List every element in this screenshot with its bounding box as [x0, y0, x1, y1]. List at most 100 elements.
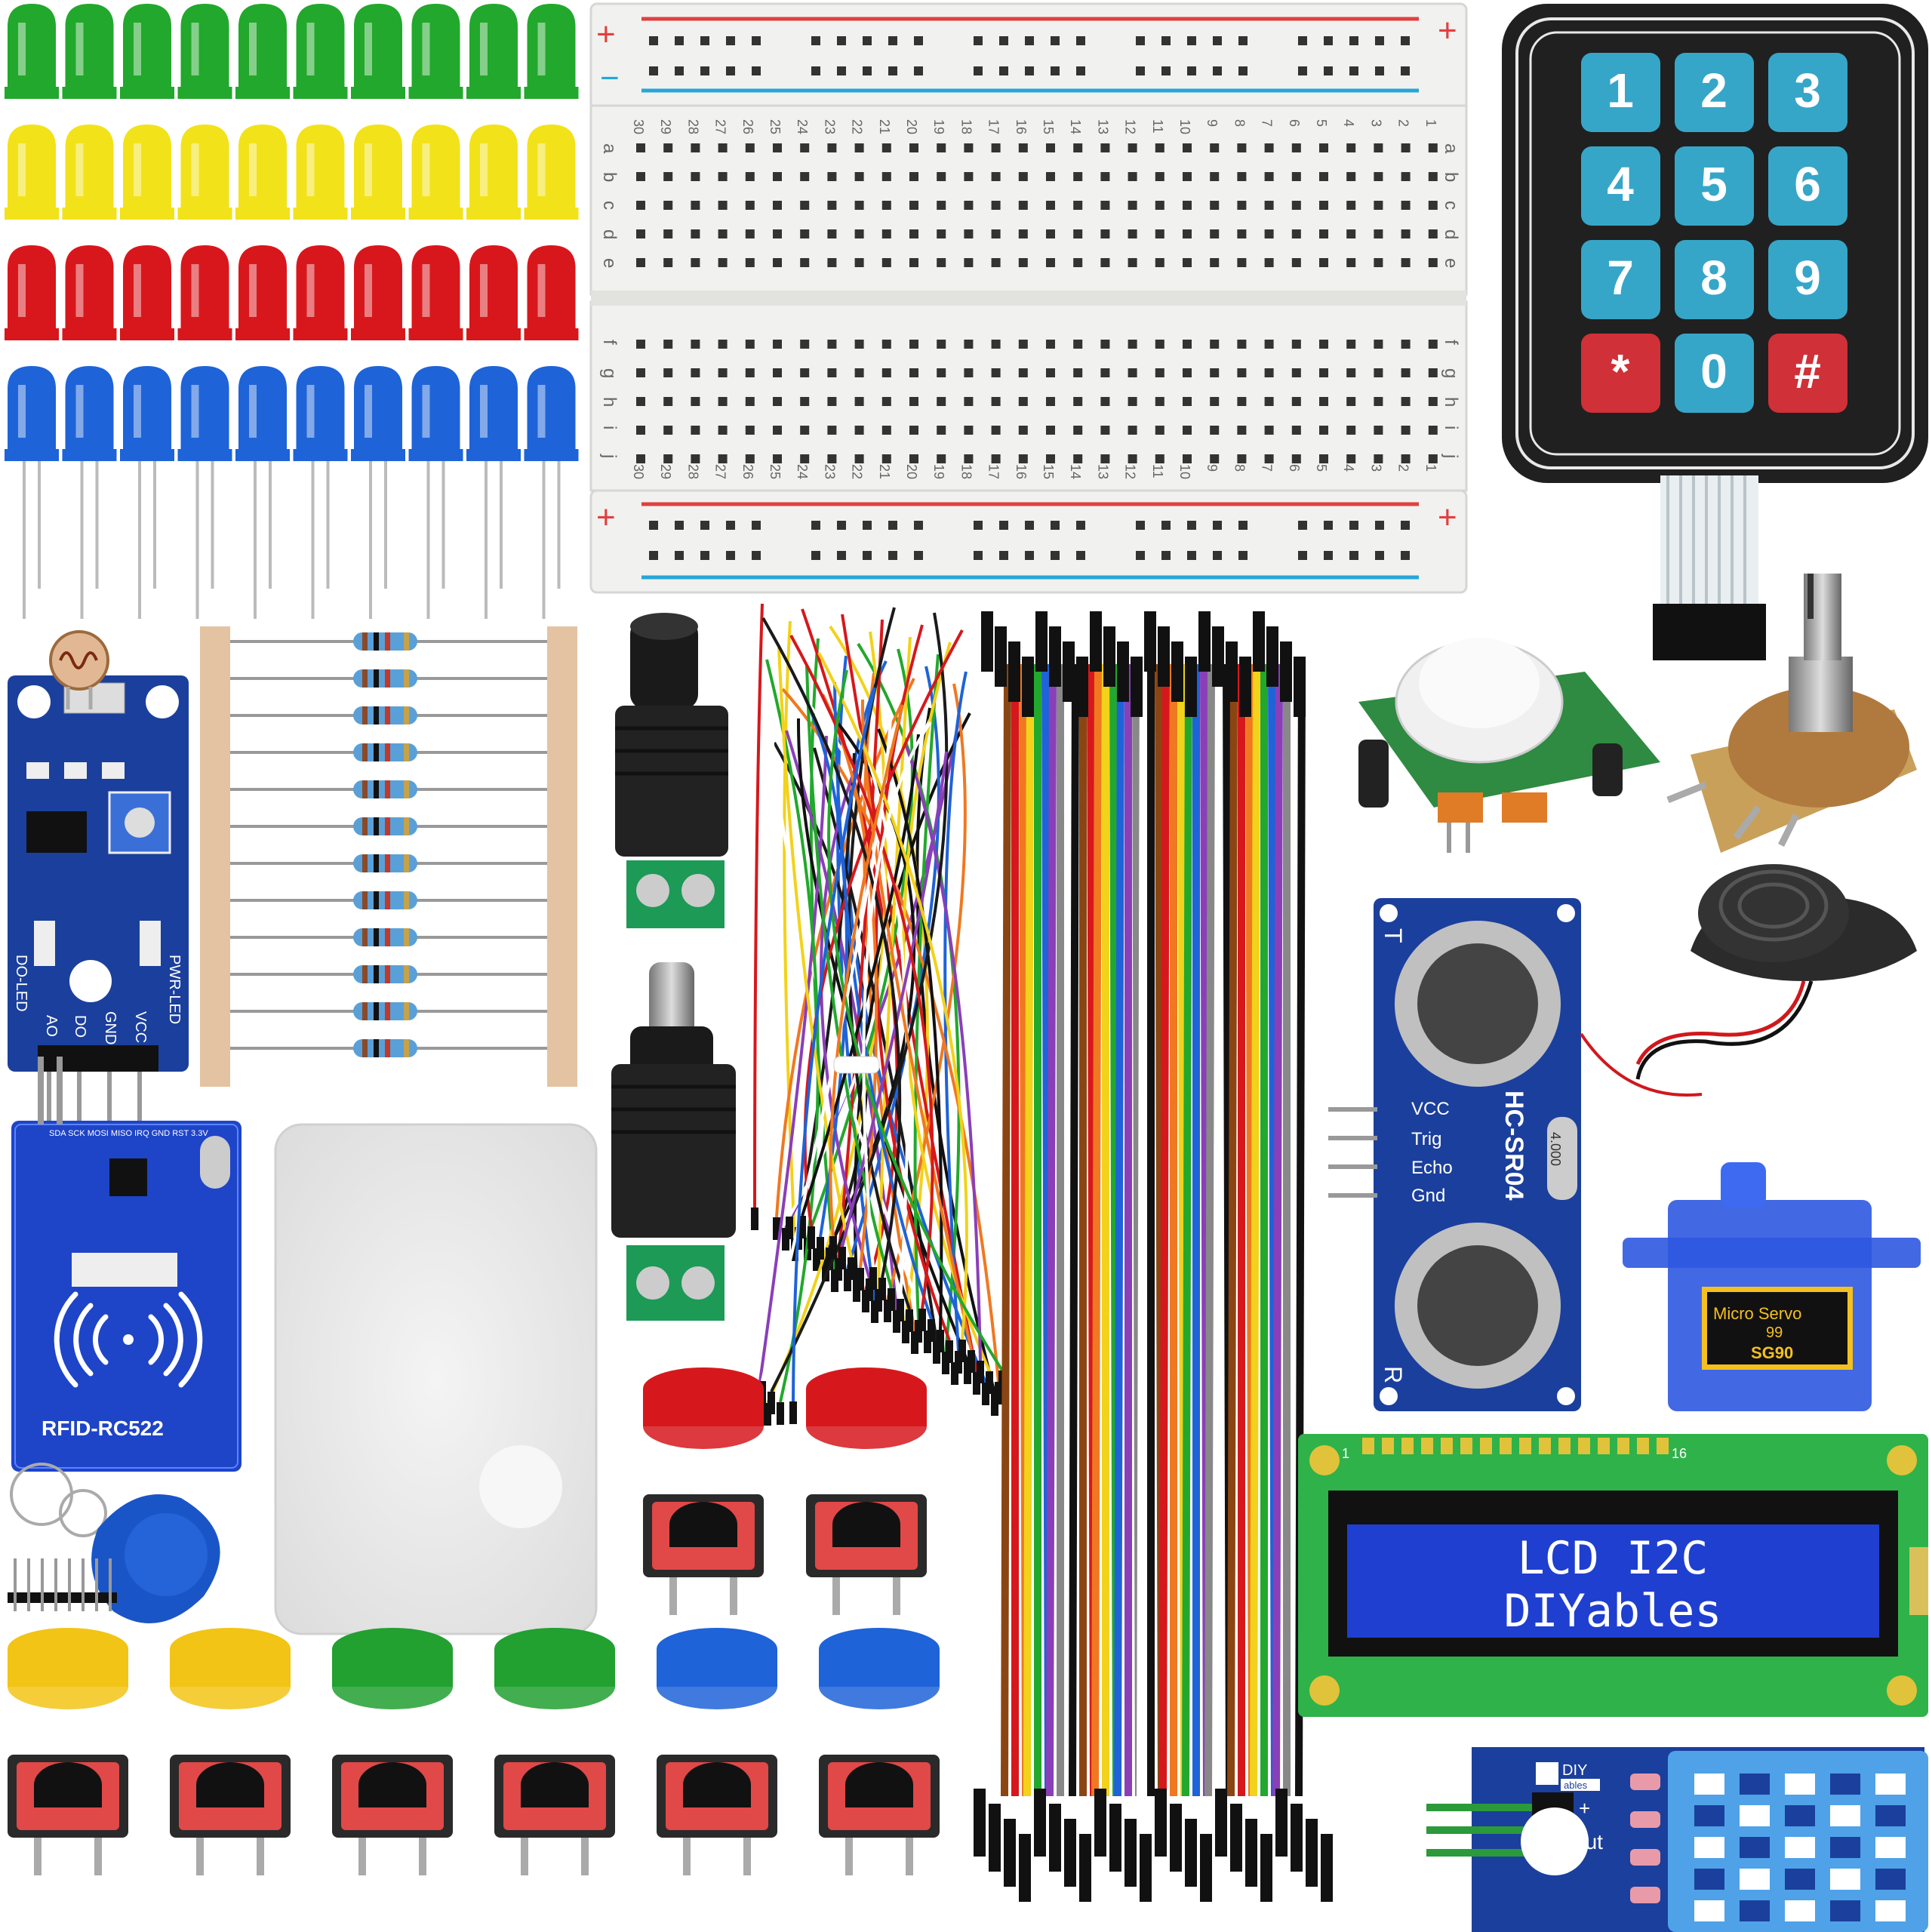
keypad-key[interactable]: 3	[1768, 53, 1847, 132]
lcd-pin-end: 16	[1672, 1446, 1687, 1461]
led	[466, 245, 521, 340]
led	[5, 4, 59, 99]
led	[351, 245, 405, 340]
led	[5, 366, 59, 619]
keypad-key[interactable]: 0	[1675, 334, 1754, 413]
lcd-i2c-display: 1 16 LCD I2C DIYables	[1298, 1434, 1928, 1717]
breadboard: 3030292928282727262625252424232322222121…	[589, 2, 1468, 594]
led	[408, 125, 463, 220]
breadboard-col-number: 7	[1260, 119, 1275, 127]
servo-line2: 99	[1766, 1324, 1783, 1341]
led	[524, 366, 579, 619]
push-button[interactable]	[170, 1628, 291, 1875]
breadboard-row-letter: d	[599, 229, 620, 239]
breadboard-row-letter: b	[1441, 172, 1461, 182]
breadboard-col-number: 12	[1123, 119, 1138, 134]
led	[408, 4, 463, 99]
breadboard-row-letter: a	[599, 143, 620, 154]
keypad-key[interactable]: 4	[1581, 146, 1660, 226]
breadboard-col-number: 25	[768, 119, 783, 134]
servo-line1: Micro Servo	[1713, 1304, 1801, 1323]
breadboard-col-number: 28	[685, 464, 700, 479]
keypad-key[interactable]: 5	[1675, 146, 1754, 226]
breadboard-row-letter: i	[1441, 426, 1461, 429]
breadboard-row-letter: f	[1441, 340, 1461, 345]
breadboard-plus-bottom-right: +	[1438, 499, 1457, 536]
keypad-key[interactable]: 7	[1581, 240, 1660, 319]
breadboard-col-number: 19	[931, 119, 946, 134]
ldr-sensor-module: PWR-LED DO-LED AO DO GND VCC	[8, 630, 189, 1132]
led	[62, 366, 117, 619]
push-button[interactable]	[8, 1628, 128, 1875]
breadboard-row-letter: a	[1441, 143, 1461, 154]
breadboard-col-number: 5	[1314, 119, 1329, 127]
ldr-label-do: DO	[72, 1015, 88, 1038]
breadboard-col-number: 6	[1287, 119, 1302, 127]
breadboard-col-number: 10	[1177, 464, 1192, 479]
breadboard-col-number: 15	[1041, 119, 1056, 134]
breadboard-col-number: 9	[1204, 464, 1220, 472]
keypad-key[interactable]: 6	[1768, 146, 1847, 226]
push-button[interactable]	[332, 1628, 453, 1875]
keypad-key[interactable]: 9	[1768, 240, 1847, 319]
keypad-ribbon-cable	[1653, 475, 1766, 660]
push-button[interactable]	[494, 1628, 615, 1875]
rfid-card-shine	[479, 1445, 562, 1528]
breadboard-row-letter: f	[599, 340, 620, 345]
ultrasonic-sensor-hc-sr04: 4.000 T R HC-SR04 VCC Trig Echo Gnd	[1328, 898, 1703, 1411]
push-button[interactable]	[657, 1628, 777, 1875]
led	[408, 366, 463, 619]
push-button[interactable]	[819, 1628, 940, 1875]
breadboard-row-letter: j	[599, 454, 620, 458]
breadboard-col-number: 1	[1423, 119, 1438, 127]
led	[235, 4, 290, 99]
svg-text:*: *	[1611, 344, 1630, 398]
rfid-rc522-module: RFID-RC522 SDA SCK MOSI MISO IRQ GND RST…	[10, 1057, 242, 1623]
ultrasonic-pin-echo: Echo	[1411, 1158, 1453, 1178]
led	[235, 125, 290, 220]
resistor-strip	[200, 626, 577, 1087]
dht-out: out	[1574, 1830, 1603, 1854]
led	[62, 4, 117, 99]
breadboard-col-number: 29	[658, 464, 673, 479]
keypad-key[interactable]: 1	[1581, 53, 1660, 132]
push-button[interactable]	[643, 1367, 764, 1615]
keypad-key[interactable]: 2	[1675, 53, 1754, 132]
micro-servo-sg90: Micro Servo 99 SG90	[1623, 1162, 1921, 1411]
breadboard-plus-top-right: +	[1438, 12, 1457, 49]
piezo-buzzer	[1635, 864, 1917, 1080]
breadboard-row-letter: j	[1441, 454, 1461, 458]
breadboard-col-number: 11	[1150, 464, 1165, 478]
led	[351, 366, 405, 619]
breadboard-col-number: 18	[958, 464, 974, 479]
jumper-wire-bundle	[751, 603, 1006, 1426]
ultrasonic-model: HC-SR04	[1500, 1091, 1528, 1201]
breadboard-plus-bottom-left: +	[596, 499, 616, 536]
led	[293, 4, 348, 99]
breadboard-col-number: 22	[850, 464, 865, 479]
breadboard-col-number: 23	[822, 464, 837, 479]
keypad-key[interactable]: #	[1768, 334, 1847, 413]
svg-text:8: 8	[1700, 251, 1727, 305]
led	[120, 366, 174, 619]
breadboard-col-number: 24	[795, 464, 810, 479]
breadboard-col-number: 12	[1123, 464, 1138, 479]
breadboard-col-number: 4	[1341, 464, 1356, 472]
lcd-line1: LCD I2C	[1518, 1532, 1709, 1585]
breadboard-col-number: 30	[631, 464, 646, 479]
led	[466, 4, 521, 99]
led	[5, 245, 59, 340]
led	[120, 4, 174, 99]
push-button[interactable]	[806, 1367, 927, 1615]
keypad-key[interactable]: 8	[1675, 240, 1754, 319]
breadboard-col-number: 21	[877, 119, 892, 134]
ldr-label-gnd: GND	[102, 1011, 118, 1044]
keypad-key[interactable]: *	[1581, 334, 1660, 413]
breadboard-col-number: 26	[740, 464, 755, 479]
breadboard-col-number: 1	[1423, 464, 1438, 472]
breadboard-col-number: 17	[986, 464, 1001, 479]
led	[524, 125, 579, 220]
ultrasonic-r-label: R	[1380, 1366, 1407, 1383]
dht-plus: +	[1579, 1797, 1590, 1820]
ultrasonic-crystal: 4.000	[1548, 1132, 1563, 1166]
